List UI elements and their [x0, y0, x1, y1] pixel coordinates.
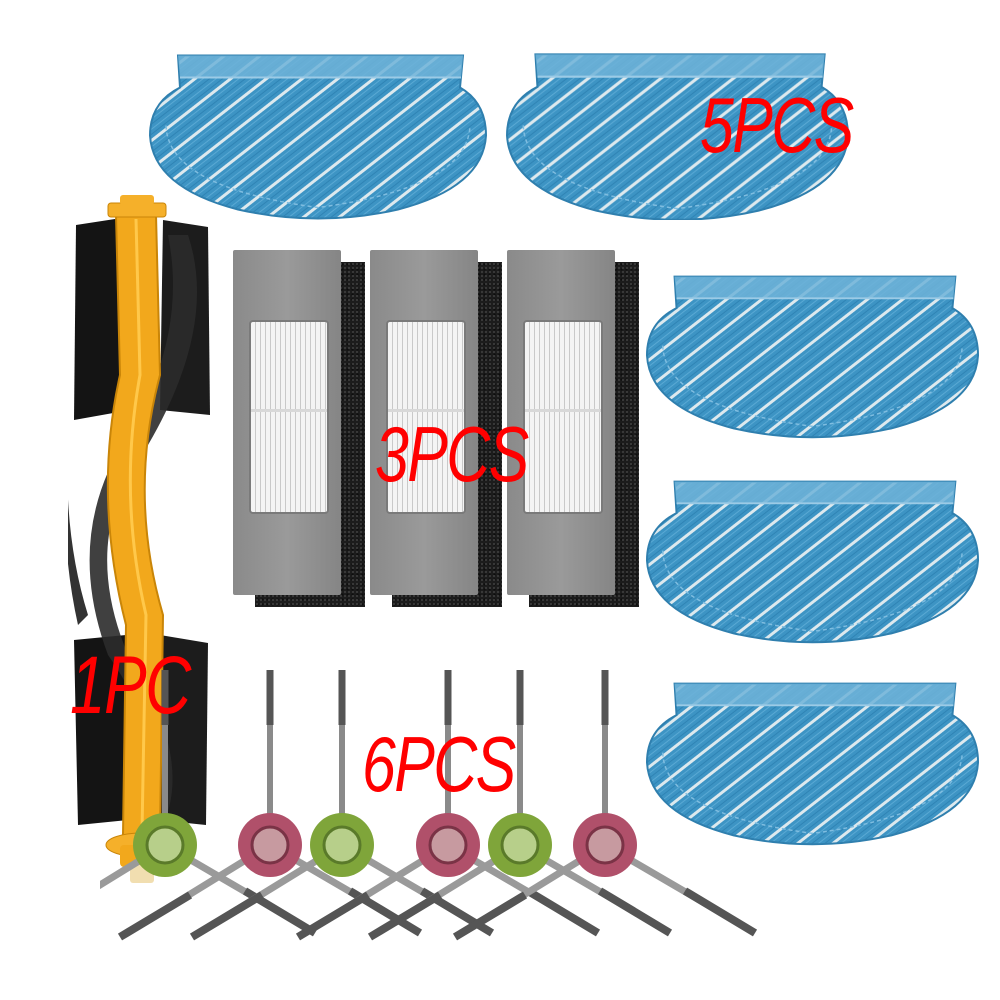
hepa-mesh	[249, 320, 329, 514]
hepa-mesh	[386, 320, 466, 514]
label-side-brushes-quantity: 6PCS	[362, 720, 516, 808]
mop-pad-3	[645, 265, 980, 440]
hepa-filter-1	[233, 250, 365, 607]
main-roller-brush	[64, 195, 218, 885]
mop-pad-4	[645, 470, 980, 645]
label-roller-quantity: 1PC	[70, 640, 191, 731]
mop-pad-1	[148, 45, 488, 220]
label-mops-quantity: 5PCS	[700, 81, 854, 169]
hepa-filter-2	[370, 250, 502, 607]
hepa-filter-3	[507, 250, 639, 607]
side-brushes-group	[100, 660, 760, 960]
hepa-mesh	[523, 320, 603, 514]
label-filters-quantity: 3PCS	[375, 410, 529, 498]
